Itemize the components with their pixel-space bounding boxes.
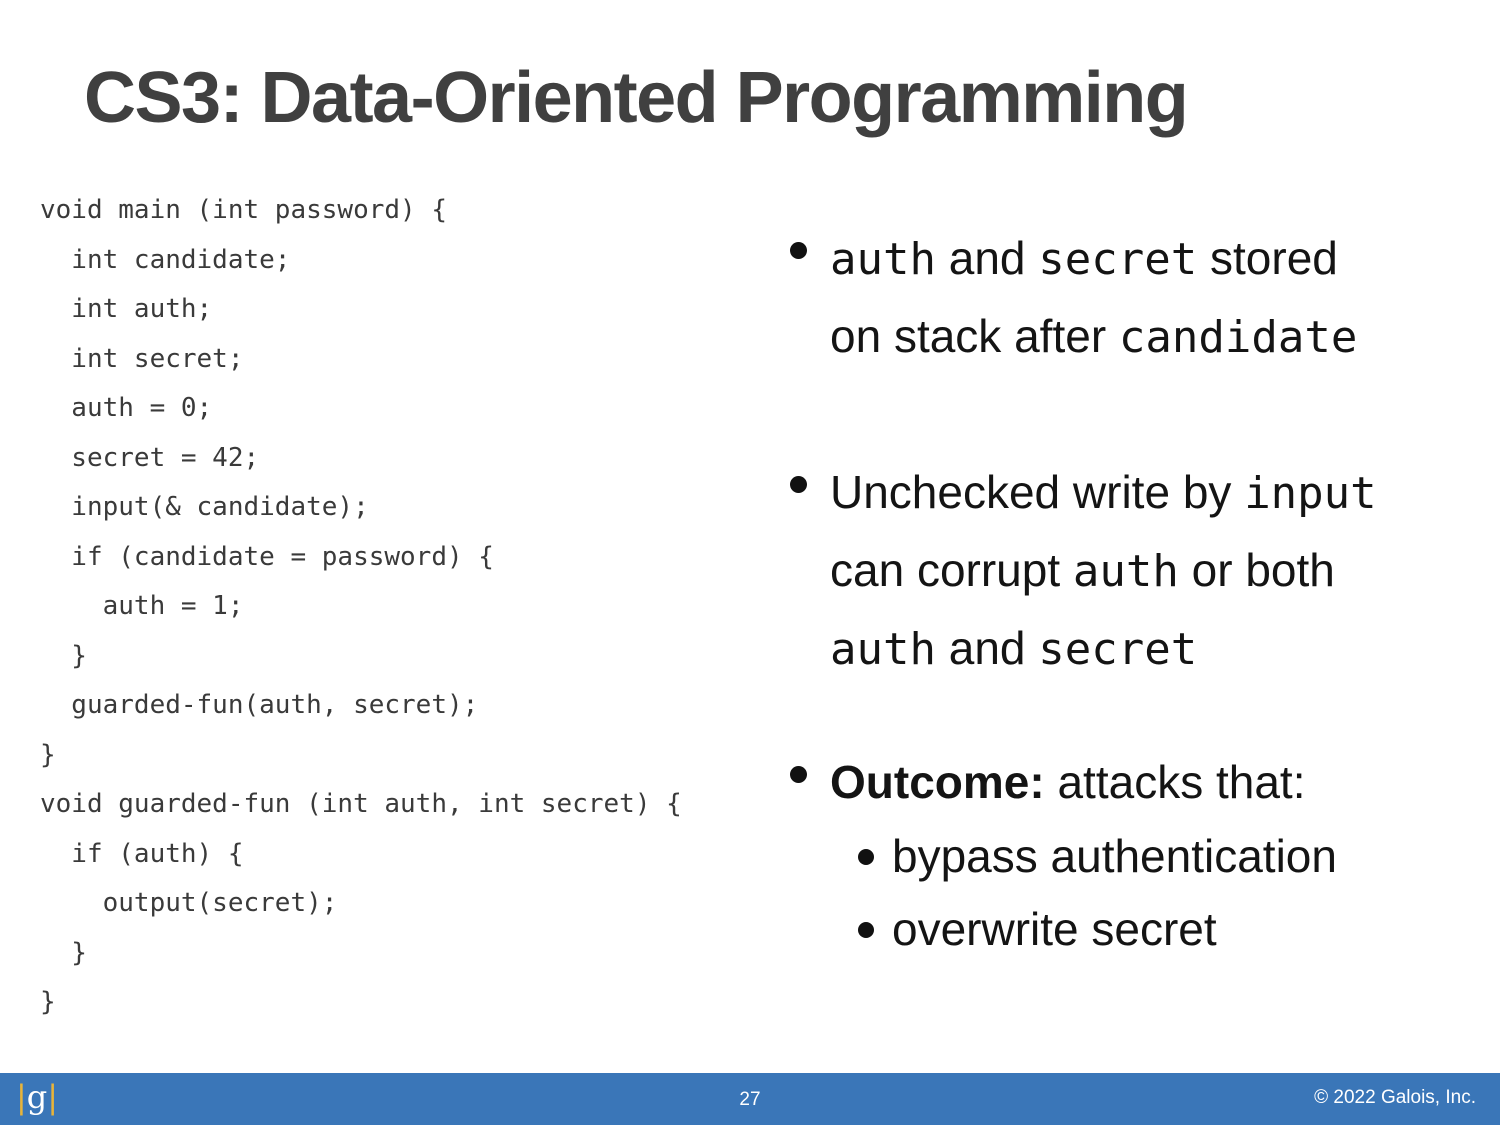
logo-bar-right: |	[47, 1078, 59, 1116]
bullet-text-fragment: can corrupt	[830, 544, 1073, 596]
bullet-text-fragment: on stack after	[830, 310, 1119, 362]
galois-logo: |g|	[16, 1077, 58, 1117]
bullet-item-unchecked-write: Unchecked write by input can corrupt aut…	[790, 454, 1490, 688]
bullet-text-fragment: and	[935, 232, 1039, 284]
bullet-text: Unchecked write by input can corrupt aut…	[830, 454, 1490, 688]
sub-bullet-text: bypass authentication	[892, 830, 1337, 882]
code-line: }	[40, 640, 87, 671]
slide-title: CS3: Data-Oriented Programming	[84, 58, 1189, 138]
code-term: secret	[1038, 624, 1198, 675]
code-term: input	[1244, 468, 1377, 519]
page-number: 27	[739, 1089, 761, 1110]
code-term: auth	[830, 234, 936, 285]
code-line: int candidate;	[40, 244, 291, 275]
code-line: guarded-fun(auth, secret);	[40, 690, 479, 720]
code-term: auth	[830, 624, 936, 675]
bullet-dot-icon	[790, 766, 807, 783]
code-line: secret = 42;	[40, 442, 260, 473]
code-block: void main (int password) { int candidate…	[40, 186, 682, 1028]
bullet-text-fragment: stored	[1197, 232, 1338, 284]
bullet-text: auth and secret stored on stack after ca…	[830, 220, 1490, 376]
code-line: input(& candidate);	[40, 492, 369, 522]
bullet-dot-icon	[790, 476, 807, 493]
code-line: void main (int password) {	[40, 195, 447, 225]
code-line: auth = 0;	[40, 393, 213, 423]
bullet-text-fragment: and	[935, 622, 1039, 674]
bullet-item-stack-layout: auth and secret stored on stack after ca…	[790, 220, 1490, 376]
footer-bar: |g| 27 © 2022 Galois, Inc.	[0, 1073, 1500, 1125]
code-line: }	[40, 739, 56, 770]
sub-bullet-text: overwrite secret	[892, 903, 1217, 955]
bullet-text-fragment: or both	[1178, 544, 1335, 596]
bullet-dot-icon	[858, 922, 874, 938]
code-line: auth = 1;	[40, 591, 244, 621]
outcome-label: Outcome:	[830, 756, 1045, 808]
code-line: int secret;	[40, 343, 244, 374]
logo-letter: g	[26, 1078, 48, 1116]
code-term: candidate	[1118, 312, 1358, 363]
code-term: auth	[1072, 546, 1179, 597]
code-line: }	[40, 937, 87, 968]
bullet-dot-icon	[858, 849, 874, 865]
code-line: void guarded-fun (int auth, int secret) …	[40, 789, 682, 819]
code-term: secret	[1038, 234, 1198, 285]
sub-bullet-item: bypass authentication	[858, 820, 1490, 893]
bullet-text-fragment: attacks that:	[1044, 756, 1306, 808]
logo-bar-left: |	[16, 1078, 27, 1116]
bullet-dot-icon	[790, 242, 807, 259]
copyright-notice: © 2022 Galois, Inc.	[1314, 1087, 1476, 1108]
code-line: if (auth) {	[40, 838, 244, 869]
bullet-text-fragment: Unchecked write by	[830, 466, 1245, 518]
code-line: int auth;	[40, 294, 213, 324]
bullet-item-outcome: Outcome: attacks that: bypass authentica…	[790, 744, 1490, 966]
code-line: if (candidate = password) {	[40, 541, 494, 572]
sub-bullet-item: overwrite secret	[858, 893, 1490, 966]
code-line: }	[40, 987, 56, 1017]
code-line: output(secret);	[40, 888, 338, 918]
bullet-text: Outcome: attacks that:	[830, 744, 1490, 820]
